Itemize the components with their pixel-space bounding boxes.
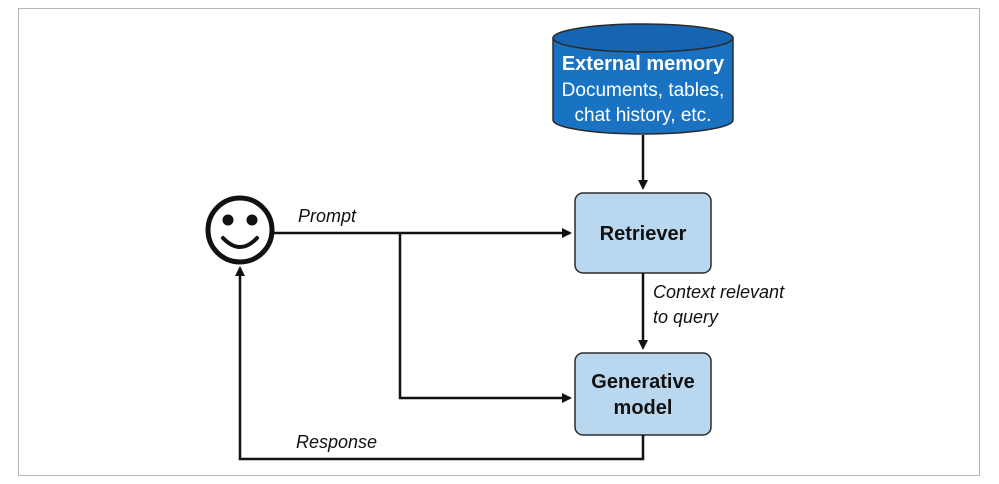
database-body xyxy=(552,37,734,135)
external-memory-database: External memory Documents, tables, chat … xyxy=(552,23,734,135)
retriever-label: Retriever xyxy=(600,223,687,245)
context-label-line-1: Context relevant xyxy=(653,282,785,302)
prompt-to-generator-arrow xyxy=(398,233,572,403)
memory-line-2: chat history, etc. xyxy=(575,105,712,126)
generative-model-node: Generative model xyxy=(574,352,712,436)
response-label: Response xyxy=(296,432,377,452)
memory-title: External memory xyxy=(562,53,725,75)
smiley-face-icon xyxy=(205,195,275,265)
database-top xyxy=(552,23,734,53)
context-label-line-2: to query xyxy=(653,307,719,327)
generative-model-label-1: Generative xyxy=(591,371,694,393)
generative-model-label-2: model xyxy=(614,397,673,419)
retriever-node: Retriever xyxy=(574,192,712,274)
generative-model-box xyxy=(574,352,712,436)
memory-line-1: Documents, tables, xyxy=(562,80,725,101)
prompt-label: Prompt xyxy=(298,206,357,226)
response-arrow xyxy=(235,266,645,461)
